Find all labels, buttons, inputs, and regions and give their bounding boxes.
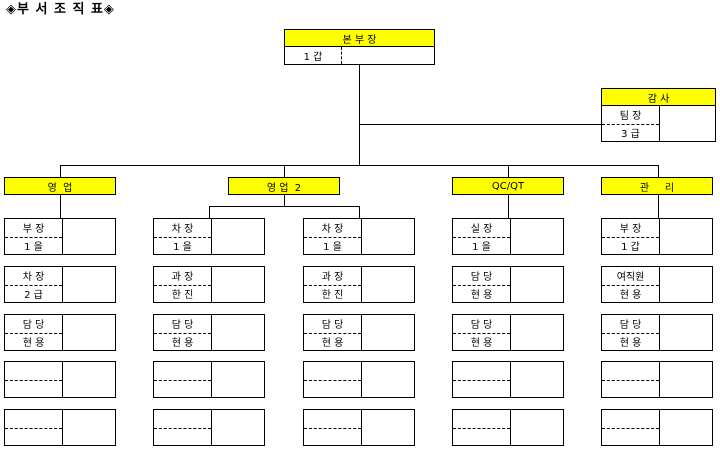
staff-box (153, 361, 265, 398)
staff-box (452, 361, 564, 398)
dept-label: 관 리 (639, 182, 675, 194)
dept-header-qc-qt: QC/QT (452, 177, 564, 195)
staff-box: 부 장 1 갑 (601, 218, 713, 255)
staff-name: 1 을 (472, 241, 491, 253)
staff-role: 실 장 (470, 224, 493, 236)
staff-name: 1 을 (173, 241, 192, 253)
staff-box (4, 409, 116, 446)
staff-box (303, 409, 415, 446)
staff-box (601, 361, 713, 398)
audit-role: 팀 장 (619, 111, 642, 123)
page-title: ◈부 서 조 직 표◈ (6, 2, 115, 17)
staff-role: 담 당 (22, 320, 45, 332)
staff-box: 차 장 1 을 (153, 218, 265, 255)
staff-name: 현 용 (619, 289, 642, 301)
staff-name: 2 급 (24, 289, 43, 301)
staff-role: 차 장 (171, 224, 194, 236)
dept-label: 영 업 (47, 182, 73, 194)
staff-box (4, 361, 116, 398)
staff-name: 현 용 (22, 337, 45, 349)
staff-name: 현 용 (619, 337, 642, 349)
dept-header-sales-2: 영 업 2 (228, 177, 340, 195)
staff-role: 담 당 (171, 320, 194, 332)
staff-role: 담 당 (470, 272, 493, 284)
staff-box: 차 장 2 급 (4, 266, 116, 303)
staff-name: 한 진 (321, 289, 344, 301)
staff-box (153, 409, 265, 446)
staff-name: 현 용 (470, 337, 493, 349)
staff-name: 1 을 (24, 241, 43, 253)
staff-role: 차 장 (22, 272, 45, 284)
staff-role: 부 장 (22, 224, 45, 236)
staff-role: 부 장 (619, 224, 642, 236)
audit-label: 감 사 (647, 93, 670, 105)
staff-role: 담 당 (321, 320, 344, 332)
dept-header-sales: 영 업 (4, 177, 116, 195)
staff-name: 현 용 (321, 337, 344, 349)
staff-role: 담 당 (619, 320, 642, 332)
staff-box (601, 409, 713, 446)
staff-box: 차 장 1 을 (303, 218, 415, 255)
staff-box: 부 장 1 을 (4, 218, 116, 255)
staff-name: 1 을 (323, 241, 342, 253)
staff-role: 차 장 (321, 224, 344, 236)
audit-grade: 3 급 (621, 128, 640, 140)
director-grade-row: 1 갑 (284, 46, 435, 65)
staff-box: 실 장 1 을 (452, 218, 564, 255)
director-label: 본 부 장 (342, 34, 377, 46)
director-header: 본 부 장 (284, 29, 435, 47)
staff-name: 1 갑 (621, 241, 640, 253)
staff-box (303, 361, 415, 398)
dept-label: QC/QT (491, 180, 525, 192)
dept-label: 영 업 2 (266, 182, 302, 194)
audit-box: 팀 장 3 급 (601, 105, 716, 142)
staff-role: 과 장 (171, 272, 194, 284)
staff-role: 과 장 (321, 272, 344, 284)
staff-name: 현 용 (171, 337, 194, 349)
audit-header: 감 사 (601, 88, 716, 106)
staff-role: 담 당 (470, 320, 493, 332)
dept-header-admin: 관 리 (601, 177, 713, 195)
director-grade: 1 갑 (303, 52, 323, 63)
staff-name: 현 용 (470, 289, 493, 301)
staff-box (452, 409, 564, 446)
staff-role: 여직원 (616, 272, 645, 284)
staff-name: 한 진 (171, 289, 194, 301)
